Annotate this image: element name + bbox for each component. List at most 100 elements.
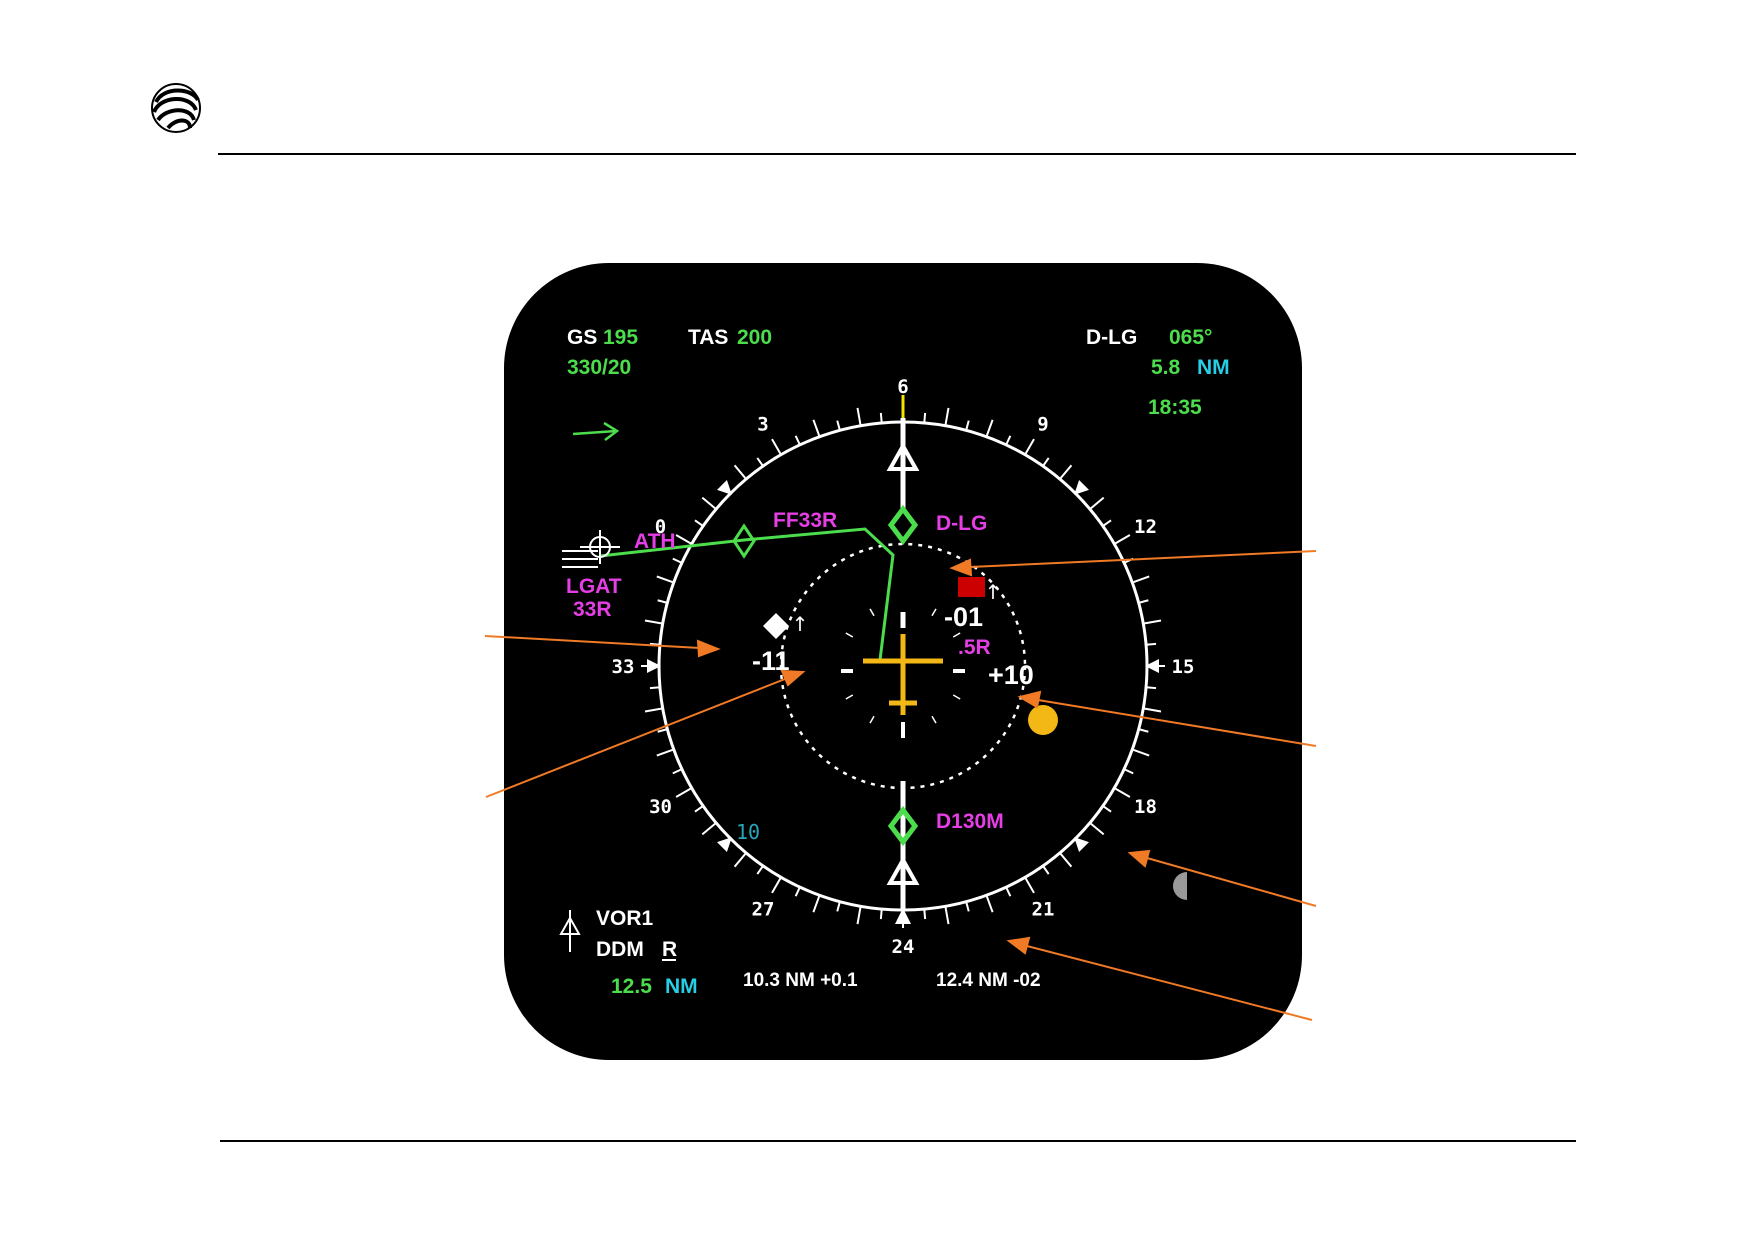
compass-tick <box>701 822 717 836</box>
compass-tick <box>836 420 841 431</box>
compass-bug-icon <box>1074 480 1089 495</box>
compass-tick <box>649 686 661 690</box>
compass-tick <box>694 519 704 527</box>
compass-tick <box>812 419 821 438</box>
ddm-label: DDM <box>596 938 644 961</box>
compass-tick <box>1102 519 1112 527</box>
compass-tick <box>879 412 883 424</box>
compass-tick <box>923 412 927 424</box>
compass-tick <box>672 557 683 564</box>
inner-tick <box>952 694 961 700</box>
compass-bug-icon <box>1074 837 1089 852</box>
compass-tick <box>656 575 675 584</box>
bearing-value: 065° <box>1169 326 1212 349</box>
compass-tick <box>836 901 841 912</box>
compass-tick <box>675 787 693 798</box>
compass-tick <box>1005 886 1012 897</box>
compass-tick <box>756 865 764 875</box>
compass-tick <box>794 435 801 446</box>
compass-tick <box>965 901 970 912</box>
eta-value: 18:35 <box>1148 396 1202 419</box>
compass-tick <box>1042 457 1050 467</box>
compass-tick <box>1145 686 1157 690</box>
inner-tick <box>952 632 961 638</box>
waypoint-d130m-diamond <box>887 805 919 847</box>
traffic-left-value: -11 <box>752 646 790 676</box>
compass-bug-icon <box>717 480 732 495</box>
compass-tick <box>733 464 747 480</box>
compass-heading-label: 30 <box>649 796 672 818</box>
compass-tick <box>1143 707 1162 713</box>
inner-tick <box>869 715 875 724</box>
inner-ticks <box>845 608 961 724</box>
compass-heading-label: 0 <box>655 516 666 538</box>
compass-tick <box>1143 619 1162 625</box>
traffic-red-offset: .5R <box>958 636 991 659</box>
compass-tick <box>1131 748 1150 757</box>
compass-tick <box>856 906 862 925</box>
compass-tick <box>694 805 704 813</box>
distance-value: 5.8 <box>1151 356 1181 379</box>
compass-tick <box>1113 787 1131 798</box>
compass-tick <box>1059 464 1073 480</box>
compass-tick <box>1059 852 1073 868</box>
compass-tick <box>644 619 663 625</box>
compass-tick <box>1024 876 1035 894</box>
compass-tick <box>771 876 782 894</box>
compass-tick <box>1089 822 1105 836</box>
compass-tick <box>1042 865 1050 875</box>
compass-tick <box>1024 438 1035 456</box>
compass-tick <box>657 728 668 733</box>
ident-label: D-LG <box>1086 326 1137 349</box>
compass-heading-label: 9 <box>1037 414 1048 436</box>
aircraft-symbol <box>863 634 943 715</box>
compass-tick <box>1005 435 1012 446</box>
wind-readout: 330/20 <box>567 356 631 379</box>
inner-tick <box>931 608 937 617</box>
compass-heading-label: 6 <box>897 376 908 398</box>
runway-airport-label: LGAT <box>566 575 622 598</box>
gs-value: 195 <box>603 326 638 349</box>
compass-tick <box>1123 768 1134 775</box>
traffic-up-arrow-right-icon: ↑ <box>985 580 1002 604</box>
vor-distance-unit: NM <box>665 975 698 998</box>
compass-heading-label: 18 <box>1134 796 1157 818</box>
compass-tick <box>771 438 782 456</box>
traffic-yellow-circle-icon <box>1028 705 1058 735</box>
compass-tick <box>644 707 663 713</box>
compass-tick <box>656 748 675 757</box>
compass-tick <box>985 894 994 913</box>
waypoint-dlg-label: D-LG <box>936 512 987 535</box>
distance-unit: NM <box>1197 356 1230 379</box>
compass-tick <box>812 894 821 913</box>
vor-label: VOR1 <box>596 907 654 930</box>
deviation-dash-left <box>841 669 853 673</box>
tas-label: TAS <box>688 326 728 349</box>
runway-symbol-icon <box>562 530 620 568</box>
ddm-side: R <box>662 938 677 961</box>
compass-heading-label: 12 <box>1134 516 1157 538</box>
waypoint-ff33r-diamond <box>732 523 756 559</box>
compass-tick <box>944 906 950 925</box>
compass-tick <box>923 908 927 920</box>
annotation-arrows <box>484 550 1317 1021</box>
compass-tick <box>879 908 883 920</box>
readout-2: 12.4 NM -02 <box>936 970 1041 991</box>
compass-tick <box>965 420 970 431</box>
compass-tick <box>944 407 950 426</box>
traffic-up-arrow-left-icon: ↑ <box>792 612 809 636</box>
traffic-red-value: -01 <box>944 602 983 632</box>
tas-value: 200 <box>737 326 772 349</box>
inner-tick <box>845 632 854 638</box>
inner-tick <box>845 694 854 700</box>
wind-arrow-icon <box>572 421 620 441</box>
traffic-right-value: +10 <box>988 660 1034 690</box>
compass-tick <box>1089 496 1105 510</box>
compass-bug-icon <box>647 659 661 673</box>
vor-needle-icon <box>559 910 581 952</box>
readout-1: 10.3 NM +0.1 <box>743 970 858 991</box>
half-circle-icon <box>1173 872 1187 900</box>
compass-heading-label: 21 <box>1032 898 1055 920</box>
compass-heading-label: 27 <box>752 898 775 920</box>
